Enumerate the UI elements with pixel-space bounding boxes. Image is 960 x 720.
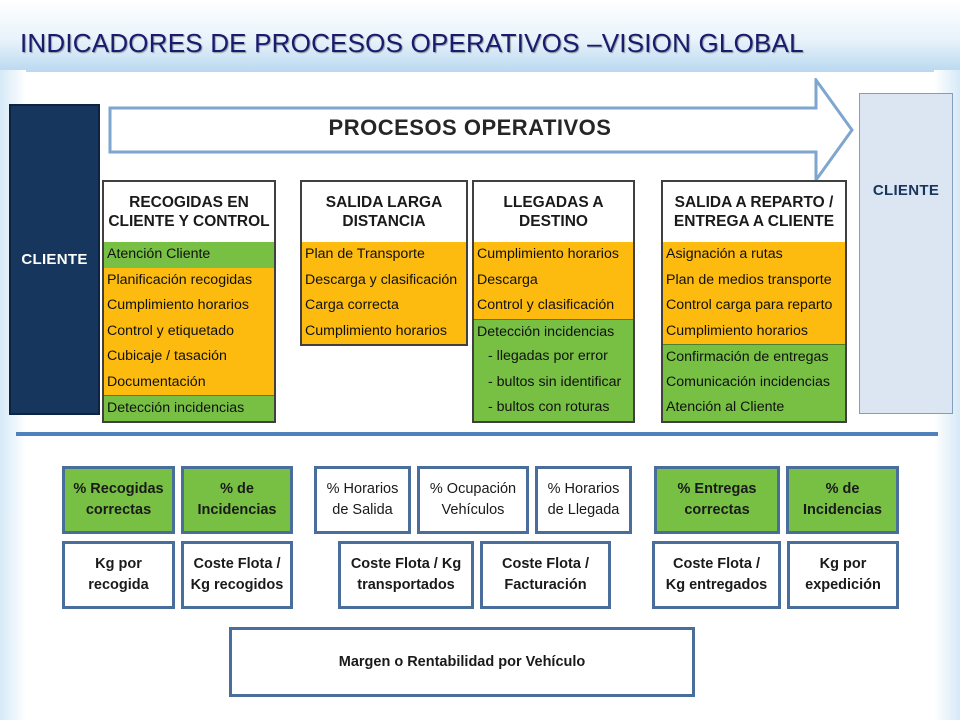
process-item: Detección incidencias: [474, 318, 633, 344]
process-item: Control carga para reparto: [663, 293, 845, 319]
process-item: Detección incidencias: [104, 395, 274, 421]
process-header: LLEGADAS A DESTINO: [474, 182, 633, 242]
kpi-box: Coste Flota / Kg entregados: [652, 541, 781, 609]
processes-arrow: [108, 78, 854, 182]
process-item: Cumplimiento horarios: [302, 318, 466, 344]
process-item: Plan de medios transporte: [663, 267, 845, 293]
process-header: SALIDA A REPARTO / ENTREGA A CLIENTE: [663, 182, 845, 242]
kpi-box: Coste Flota / Kg transportados: [338, 541, 474, 609]
kpi-box: % Entregas correctas: [654, 466, 780, 534]
process-subitem: - bultos sin identificar: [474, 369, 633, 395]
client-left-box: CLIENTE: [9, 104, 100, 415]
process-item: Control y clasificación: [474, 293, 633, 319]
process-item: Control y etiquetado: [104, 318, 274, 344]
process-subitem: - llegadas por error: [474, 344, 633, 370]
process-item: Carga correcta: [302, 293, 466, 319]
process-item: Atención Cliente: [104, 242, 274, 268]
client-right-box: CLIENTE: [859, 93, 953, 414]
kpi-box: % Recogidas correctas: [62, 466, 175, 534]
process-item: Cumplimiento horarios: [104, 293, 274, 319]
process-item: Comunicación incidencias: [663, 369, 845, 395]
process-item: Atención al Cliente: [663, 395, 845, 421]
process-subitem: - bultos con roturas: [474, 395, 633, 421]
process-item: Confirmación de entregas: [663, 344, 845, 370]
process-item: Cubicaje / tasación: [104, 344, 274, 370]
section-divider: [16, 432, 938, 436]
process-item: Asignación a rutas: [663, 242, 845, 268]
process-item: Planificación recogidas: [104, 267, 274, 293]
kpi-box: % Horarios de Salida: [314, 466, 411, 534]
processes-arrow-shape: [108, 78, 854, 182]
process-item: Cumplimiento horarios: [663, 318, 845, 344]
process-item: Documentación: [104, 369, 274, 395]
processes-arrow-label: PROCESOS OPERATIVOS: [328, 115, 612, 140]
kpi-box: Kg por recogida: [62, 541, 175, 609]
kpi-box: Kg por expedición: [787, 541, 899, 609]
kpi-box: % Horarios de Llegada: [535, 466, 632, 534]
process-header: RECOGIDAS EN CLIENTE Y CONTROL: [104, 182, 274, 242]
kpi-box: % de Incidencias: [181, 466, 293, 534]
title-band: [0, 0, 960, 72]
kpi-box: Coste Flota / Facturación: [480, 541, 611, 609]
process-item: Descarga y clasificación: [302, 267, 466, 293]
page-title: INDICADORES DE PROCESOS OPERATIVOS –VISI…: [20, 28, 804, 58]
kpi-box: % de Incidencias: [786, 466, 899, 534]
process-item: Plan de Transporte: [302, 242, 466, 268]
process-item: Cumplimiento horarios: [474, 242, 633, 268]
kpi-bottom-box: Margen o Rentabilidad por Vehículo: [229, 627, 695, 697]
kpi-box: % Ocupación Vehículos: [417, 466, 529, 534]
process-header: SALIDA LARGA DISTANCIA: [302, 182, 466, 242]
process-item: Descarga: [474, 267, 633, 293]
kpi-box: Coste Flota / Kg recogidos: [181, 541, 293, 609]
